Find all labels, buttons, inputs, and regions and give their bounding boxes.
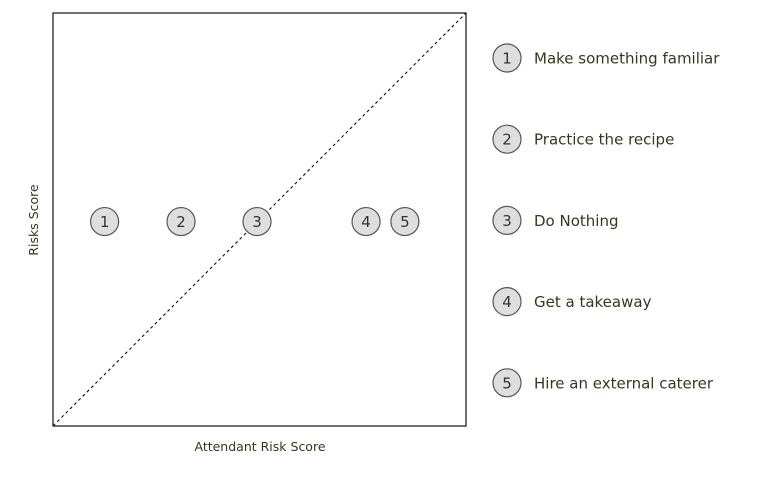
legend: 1 Make something familiar 2 Practice the re… bbox=[492, 43, 720, 398]
point-circle bbox=[90, 206, 120, 237]
point-label: 3 bbox=[252, 213, 262, 231]
x-axis-label: Attendant Risk Score bbox=[194, 439, 325, 454]
legend-number: 2 bbox=[502, 131, 512, 149]
y-axis-label: Risks Score bbox=[26, 184, 41, 256]
point-marker: 1 bbox=[90, 206, 120, 237]
legend-number: 4 bbox=[502, 293, 512, 311]
legend-marker bbox=[492, 124, 522, 154]
point-label: 2 bbox=[176, 213, 186, 231]
legend-text: Do Nothing bbox=[534, 212, 618, 230]
legend-number: 5 bbox=[502, 374, 512, 392]
point-marker: 3 bbox=[242, 206, 272, 237]
legend-text: Practice the recipe bbox=[534, 131, 674, 149]
legend-item: 2 Practice the recipe bbox=[492, 124, 674, 154]
legend-marker bbox=[492, 368, 522, 398]
legend-item: 4 Get a takeaway bbox=[492, 287, 652, 317]
legend-number: 3 bbox=[502, 212, 512, 230]
point-circle bbox=[390, 206, 420, 237]
legend-item: 3 Do Nothing bbox=[492, 205, 618, 235]
point-marker: 5 bbox=[390, 206, 420, 237]
legend-text: Hire an external caterer bbox=[534, 374, 714, 392]
plot-frame bbox=[52, 12, 467, 427]
diagonal-reference-line bbox=[52, 12, 467, 427]
legend-text: Make something familiar bbox=[534, 50, 720, 68]
point-circle bbox=[351, 206, 381, 237]
legend-item: 5 Hire an external caterer bbox=[492, 368, 714, 398]
point-marker: 2 bbox=[166, 206, 196, 237]
point-marker: 4 bbox=[351, 206, 381, 237]
point-label: 5 bbox=[400, 213, 410, 231]
legend-marker bbox=[492, 43, 522, 73]
point-circle bbox=[242, 206, 272, 237]
legend-number: 1 bbox=[502, 50, 512, 68]
points-layer: 1 2 3 4 5 bbox=[90, 206, 420, 237]
legend-text: Get a takeaway bbox=[534, 293, 652, 311]
point-label: 4 bbox=[361, 213, 371, 231]
legend-marker bbox=[492, 205, 522, 235]
legend-marker bbox=[492, 287, 522, 317]
legend-item: 1 Make something familiar bbox=[492, 43, 720, 73]
point-circle bbox=[166, 206, 196, 237]
point-label: 1 bbox=[100, 213, 110, 231]
